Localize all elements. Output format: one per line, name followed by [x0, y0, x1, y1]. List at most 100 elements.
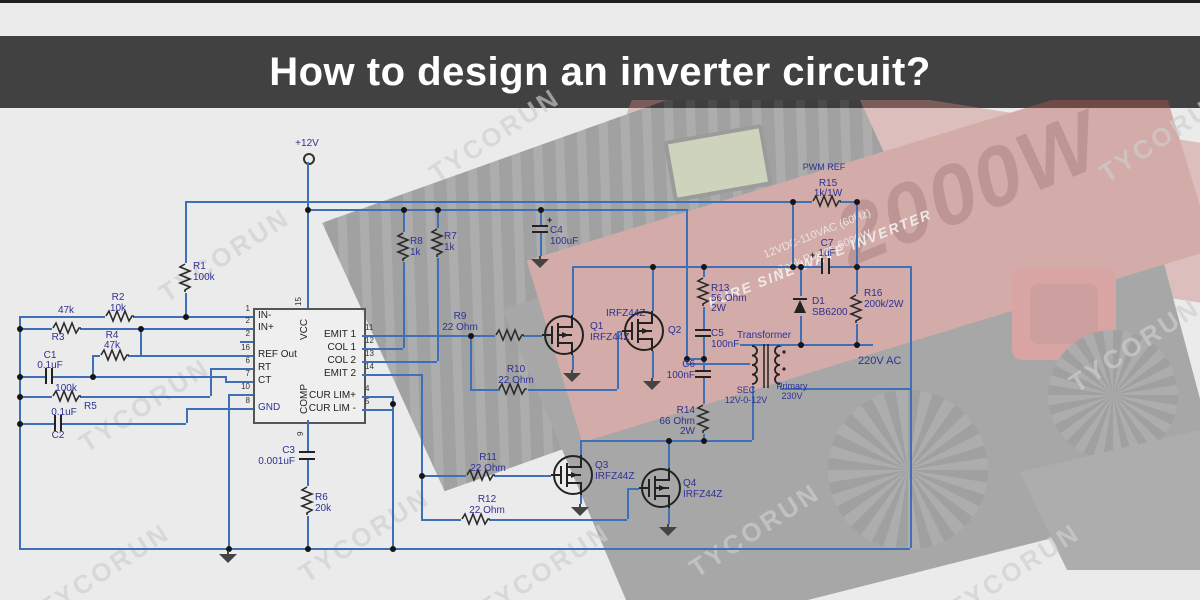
capacitor-plate: [828, 258, 830, 274]
junction-dot: [390, 546, 396, 552]
wire-segment: [92, 355, 100, 357]
wire-segment: [307, 162, 309, 308]
junction-dot: [183, 314, 189, 320]
diode-icon: [793, 298, 807, 313]
wire-segment: [210, 368, 212, 396]
resistor-glyph: [461, 511, 490, 527]
resistor-glyph: [105, 308, 134, 324]
wire-segment: [856, 324, 858, 344]
component-label: 100k: [55, 383, 77, 394]
ic-pin-number: 2: [245, 329, 250, 338]
resistor-glyph: [695, 404, 711, 433]
component-label: R13: [711, 283, 730, 294]
component-label: R15: [818, 178, 838, 189]
component-label: PWM REF: [802, 162, 846, 172]
component-label: 230V: [781, 391, 803, 401]
component-label: IRFZ44Z: [595, 471, 635, 482]
capacitor-plate: [60, 415, 62, 431]
wire-segment: [856, 201, 858, 294]
component-label: 100nF: [666, 370, 695, 381]
wire-segment: [652, 266, 654, 311]
component-label: Primary: [776, 381, 808, 391]
component-label: R12: [477, 494, 497, 505]
wire-segment: [362, 374, 421, 376]
wire-segment: [307, 516, 309, 548]
wire-segment: [627, 488, 629, 519]
ic-pin-number: 5: [365, 397, 370, 406]
wire-segment: [421, 519, 461, 521]
resistor-glyph: [498, 381, 527, 397]
wire-segment: [437, 209, 439, 228]
junction-dot: [854, 342, 860, 348]
ic-pin-number: 11: [365, 323, 374, 332]
component-label: IRFZ44Z: [683, 489, 723, 500]
supply-terminal: [303, 153, 315, 165]
ic-pin-label: CUR LIM -: [308, 403, 356, 414]
component-label: R14: [676, 405, 695, 416]
title-bar: How to design an inverter circuit?: [0, 36, 1200, 108]
component-label: 66 Ohm: [659, 416, 695, 427]
ic-pin-number: 8: [245, 396, 250, 405]
component-label: D1: [812, 296, 825, 307]
wire-segment: [580, 495, 582, 504]
component-label: 2W: [711, 303, 726, 314]
component-label: 1uF: [818, 248, 836, 259]
component-label: IRFZ44Z: [606, 308, 646, 319]
ic-pin-label: COL 1: [327, 342, 356, 353]
ic-pin-label: EMIT 2: [323, 368, 356, 379]
junction-dot: [798, 264, 804, 270]
inverter-outlet-socket: [1030, 284, 1098, 344]
wire-segment: [19, 396, 52, 398]
resistor-glyph: [466, 467, 495, 483]
component-label: R11: [479, 452, 497, 463]
wire-segment: [228, 394, 253, 396]
resistor-glyph: [100, 347, 129, 363]
junction-dot: [666, 438, 672, 444]
wire-segment: [421, 374, 423, 519]
wire-segment: [703, 337, 705, 370]
resistor-glyph: [695, 277, 711, 306]
ic-pin-label: RT: [258, 362, 272, 373]
component-label: R2: [111, 292, 125, 303]
ground-icon: [219, 551, 237, 563]
wire-segment: [494, 475, 551, 477]
inverter-outlet: [1012, 268, 1116, 360]
ic-pin-number: 2: [245, 316, 250, 325]
component-label: R7: [444, 231, 457, 242]
wire-segment: [19, 316, 21, 548]
junction-dot: [854, 199, 860, 205]
resistor-glyph: [52, 388, 81, 404]
wire-segment: [627, 488, 639, 490]
component-label: 1k: [410, 247, 421, 258]
wire-segment: [703, 307, 705, 330]
wire-segment: [800, 316, 802, 344]
component-label: +12V: [295, 138, 319, 149]
wire-segment: [792, 201, 794, 266]
wire-segment: [572, 266, 822, 268]
wire-segment: [307, 420, 309, 452]
junction-dot: [701, 438, 707, 444]
capacitor-plate: [695, 335, 711, 337]
component-label: Q3: [595, 460, 609, 471]
capacitor-plate: [45, 368, 47, 384]
wire-segment: [133, 316, 253, 318]
junction-dot: [90, 374, 96, 380]
wire-segment: [780, 388, 910, 390]
page-title: How to design an inverter circuit?: [269, 49, 931, 94]
wire-segment: [668, 440, 670, 468]
wire-segment: [362, 409, 392, 411]
ic-pin-label: GND: [258, 402, 281, 413]
wire-segment: [362, 396, 392, 398]
wire-segment: [668, 508, 670, 524]
wire-segment: [780, 344, 782, 347]
wire-segment: [186, 408, 253, 410]
component-label: 22 Ohm: [442, 322, 478, 333]
capacitor-plate: [532, 225, 548, 227]
junction-dot: [17, 326, 23, 332]
junction-dot: [790, 199, 796, 205]
wire-segment: [572, 355, 574, 370]
wire-segment: [703, 266, 705, 277]
junction-dot: [17, 394, 23, 400]
resistor-glyph: [299, 486, 315, 515]
